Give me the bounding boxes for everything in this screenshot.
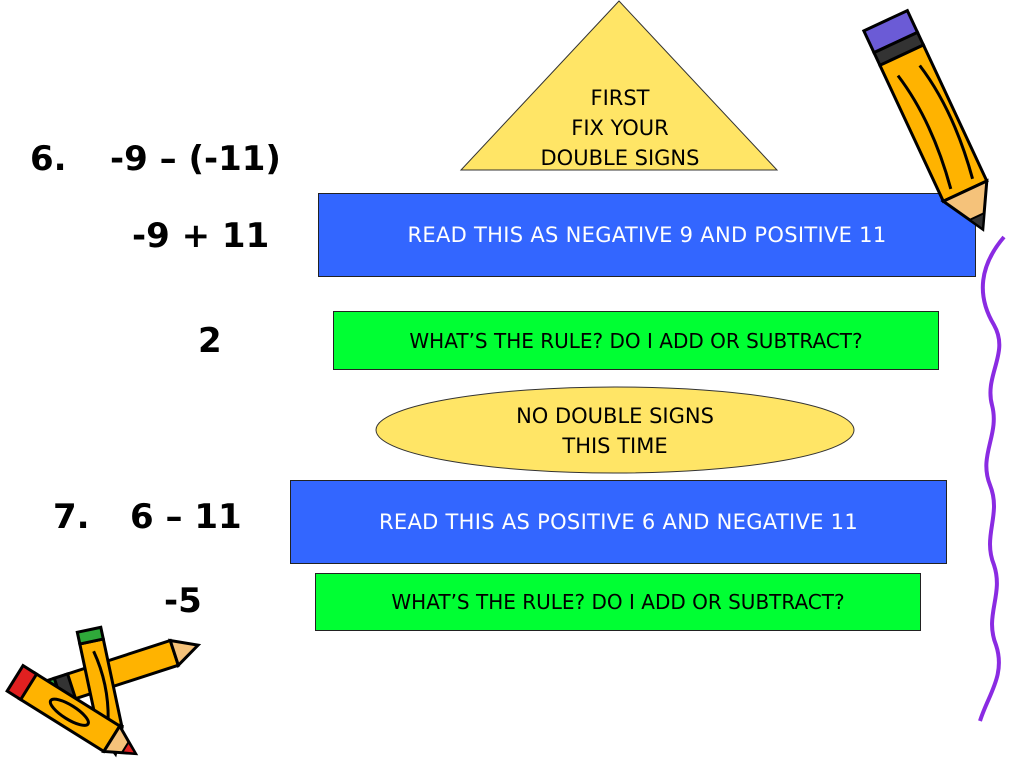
pencil-pair-clipart-icon: [5, 625, 202, 758]
pencil-clipart-icon: [861, 8, 989, 232]
read-as-box-1: READ THIS AS NEGATIVE 9 AND POSITIVE 11: [318, 193, 976, 277]
problem-6-number: 6.: [30, 139, 67, 179]
rule-question-box-2: WHAT’S THE RULE? DO I ADD OR SUBTRACT?: [315, 573, 921, 631]
squiggle-border-icon: [978, 235, 1006, 722]
triangle-shape: [459, 0, 779, 171]
problem-7-expression: 6 – 11: [130, 497, 242, 537]
problem-7-answer: -5: [164, 581, 202, 621]
oval-line-2: THIS TIME: [562, 434, 668, 458]
triangle-line-2: FIX YOUR: [571, 116, 669, 140]
triangle-note: FIRST FIX YOUR DOUBLE SIGNS: [480, 83, 760, 173]
oval-note: NO DOUBLE SIGNS THIS TIME: [450, 401, 780, 461]
triangle-line-3: DOUBLE SIGNS: [540, 146, 700, 170]
read-as-box-2: READ THIS AS POSITIVE 6 AND NEGATIVE 11: [290, 480, 947, 564]
oval-shape: [375, 386, 855, 474]
oval-line-1: NO DOUBLE SIGNS: [516, 404, 714, 428]
problem-6-expression: -9 – (-11): [110, 139, 281, 179]
problem-7-number: 7.: [53, 497, 90, 537]
triangle-line-1: FIRST: [590, 86, 650, 110]
problem-6-answer: 2: [198, 321, 222, 361]
rule-question-box-1: WHAT’S THE RULE? DO I ADD OR SUBTRACT?: [333, 311, 939, 370]
problem-6-step: -9 + 11: [132, 216, 270, 256]
